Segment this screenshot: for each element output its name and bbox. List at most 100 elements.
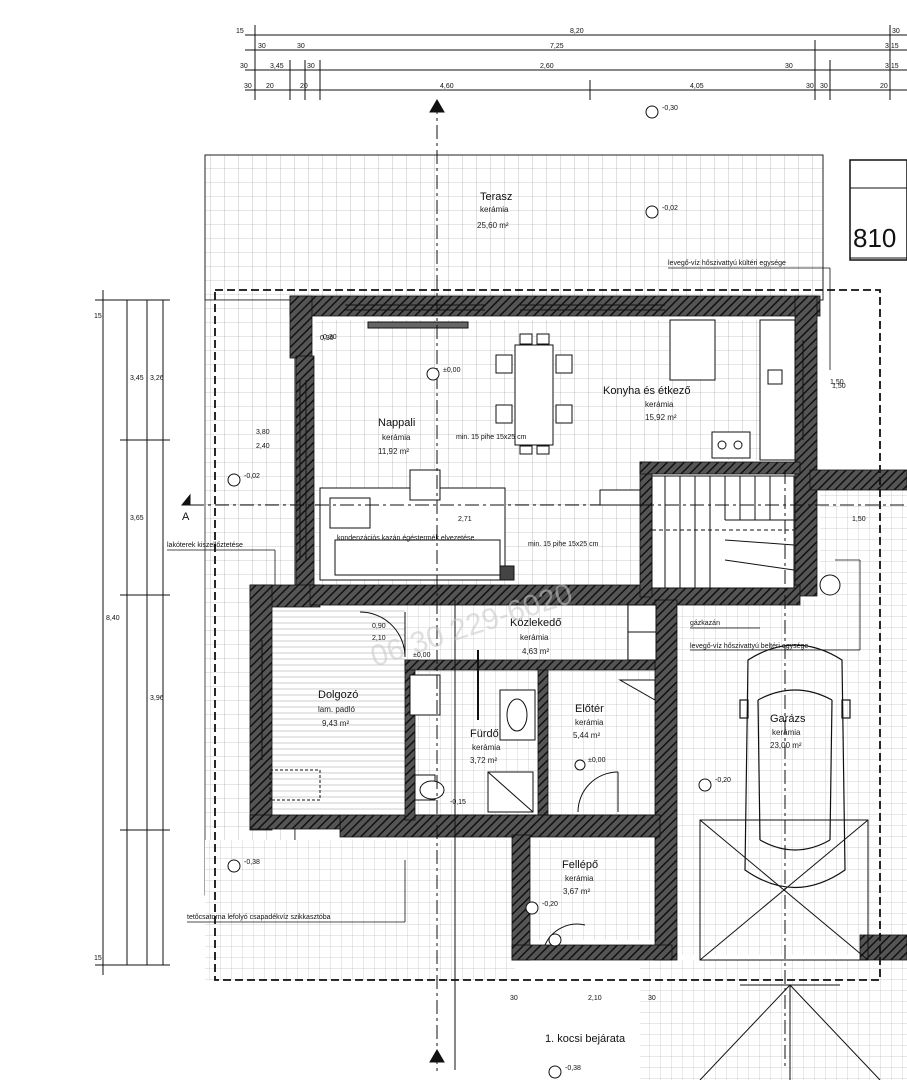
dim-top-labels: 15 8,20 30 30 30 7,25 3,15 30 3,45 30 30… [236,28,900,90]
wc-name: Fürdő [470,728,499,740]
dimension-top [245,25,907,100]
kitchen-area: 15,92 m² [645,413,677,422]
svg-text:2,71: 2,71 [458,516,472,523]
stair-note-2: min. 15 pihe 15x25 cm [528,541,599,548]
windows [261,304,804,760]
flue-note: kondenzációs kazán égéstermék elvezetése [337,535,474,542]
hall-area: 4,63 m² [522,647,549,656]
svg-text:20: 20 [880,83,888,90]
living-floor-type: kerámia [382,433,411,442]
svg-text:8,40: 8,40 [106,615,120,622]
level-garage: -0,20 [715,777,731,784]
svg-text:15: 15 [236,28,244,35]
level-left: -0,02 [244,473,260,480]
svg-text:20: 20 [300,83,308,90]
garage-floor-type: kerámia [772,728,801,737]
wc-area: 3,72 m² [470,756,497,765]
stair-note: min. 15 pihe 15x25 cm [456,434,527,441]
right-strip [820,470,907,950]
dim-left-labels: 15 3,45 8,40 3,26 3,65 3,96 15 [94,313,164,962]
entry-name: Előtér [575,703,604,715]
svg-text:4,60: 4,60 [440,83,454,90]
dining-table [495,333,573,455]
roof-outline [214,289,881,981]
entry-closet [618,604,657,701]
living-area: 11,92 m² [378,447,409,456]
svg-text:4,05: 4,05 [690,83,704,90]
svg-text:2,10: 2,10 [372,635,386,642]
svg-text:0,90: 0,90 [372,623,386,630]
svg-text:3,96: 3,96 [150,695,164,702]
svg-text:30: 30 [240,63,248,70]
staircase [599,475,795,589]
heat-note: levegő-víz hőszivattyú beltéri egysége [690,643,808,650]
bottom-paving [205,840,515,980]
car-outline [739,644,851,888]
svg-text:3,26: 3,26 [150,375,164,382]
level-living: ±0,00 [443,367,461,374]
svg-text:2,40: 2,40 [256,443,270,450]
bath-fixtures [409,650,536,813]
dim-misc-labels: 3,80 2,40 0,90 2,10 0,30 2,71 1,50 1,50 [256,334,866,642]
level-left-low: -0,38 [244,859,260,866]
level-entry: ±0,00 [588,757,606,764]
terrace-floor [204,154,824,301]
svg-text:30: 30 [258,43,266,50]
dim-bottom-labels: 30 2,10 30 [510,995,656,1002]
gas-boiler [819,574,841,596]
svg-text:1,50: 1,50 [852,516,866,523]
porch-floor-type: kerámia [565,874,594,883]
terrace-name: Terasz [480,191,512,203]
svg-text:2,60: 2,60 [540,63,554,70]
plot-number: 810 [853,223,896,253]
level-markers [227,105,712,1079]
office-name: Dolgozó [318,689,358,701]
garage-area: 23,00 m² [770,741,802,750]
doors [269,611,619,946]
svg-text:0,30: 0,30 [323,334,337,341]
svg-text:7,25: 7,25 [550,43,564,50]
section-lines [180,99,905,1075]
level-terrace: -0,02 [662,205,678,212]
level-top: -0,30 [662,105,678,112]
dimension-left [95,290,170,975]
svg-text:30: 30 [307,63,315,70]
office-wood [270,605,405,815]
porch-name: Fellépő [562,859,598,871]
section-mark-a: A [182,511,190,523]
living-furniture [319,321,506,581]
svg-text:15: 15 [94,955,102,962]
walls [249,295,907,961]
vent-note: lakóterek kiszellőztetése [167,542,243,549]
kitchen-units [669,319,796,461]
porch-area: 3,67 m² [563,887,590,896]
office-area: 9,43 m² [322,719,349,728]
terrace-floor-type: kerámia [480,205,509,214]
entry-floor [545,670,660,815]
svg-text:3,65: 3,65 [130,515,144,522]
svg-text:1,50: 1,50 [830,379,844,386]
kitchen-note: levegő-víz hőszivattyú kültéri egysége [668,260,786,267]
level-living-floor: ±0,00 [413,652,431,659]
leader-lines [167,267,861,923]
svg-text:2,10: 2,10 [588,995,602,1002]
svg-text:30: 30 [785,63,793,70]
level-porch: -0,15 [450,799,466,806]
level-bottom: -0,38 [565,1065,581,1072]
svg-text:30: 30 [648,995,656,1002]
svg-text:20: 20 [266,83,274,90]
hall-name: Közlekedő [510,617,561,629]
entry-floor-type: kerámia [575,718,604,727]
hall-floor-type: kerámia [520,633,549,642]
svg-text:3,15: 3,15 [885,63,899,70]
svg-text:30: 30 [297,43,305,50]
level-porch-low: -0,20 [542,901,558,908]
svg-text:30: 30 [244,83,252,90]
driveway [640,960,907,1080]
garage-door [699,819,881,1080]
hall-floor [405,605,660,665]
svg-text:8,20: 8,20 [570,28,584,35]
entry-area: 5,44 m² [573,731,600,740]
level-wall: 0,30 [320,335,334,342]
svg-text:3,15: 3,15 [885,43,899,50]
